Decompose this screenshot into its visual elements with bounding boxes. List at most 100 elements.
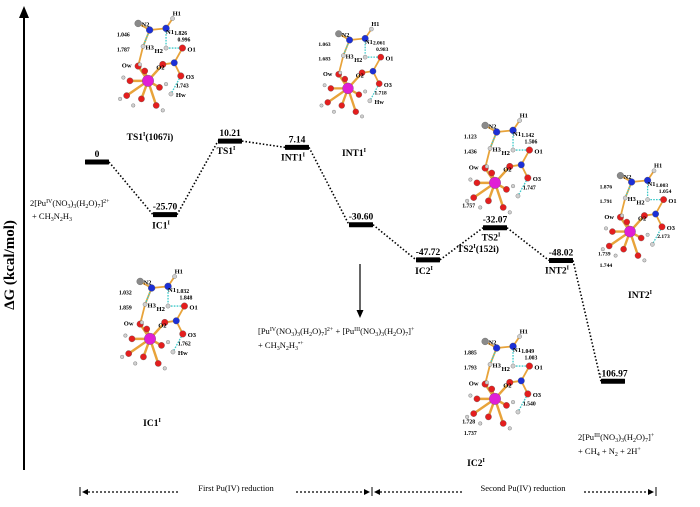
atom-label: O3 <box>533 392 542 399</box>
mid-species-label: [PuIV(NO3)3(H2O)7]2+ + [PuIII(NO3)3(H2O)… <box>258 326 415 352</box>
level-value-end: -106.97 <box>598 369 628 379</box>
svg-text:+ CH3N2H3•+: + CH3N2H3•+ <box>258 340 304 352</box>
bond-length-label: 1.003 <box>656 183 669 189</box>
level-bar-ts1 <box>218 138 242 144</box>
level-name-ic2: IC2I <box>415 266 433 277</box>
atom-label: Ow <box>122 63 132 70</box>
atom-label: N2 <box>143 280 151 287</box>
bond-length-label: 1.032 <box>119 291 132 297</box>
bond-length-label: 0.996 <box>178 37 191 43</box>
connector-mid-ic2 <box>372 224 417 261</box>
atom-label: H1 <box>175 268 183 275</box>
atom-label: Ow <box>469 165 479 172</box>
atom-label: O3 <box>667 225 675 232</box>
svg-text:2[PuIII(NO3)3(H2O)7]+: 2[PuIII(NO3)3(H2O)7]+ <box>578 432 655 444</box>
bond-length-label: 2.173 <box>657 234 670 240</box>
level-bar-start <box>85 159 109 165</box>
bond-length-label: 1.739 <box>598 252 611 258</box>
level-value-ic2: -47.72 <box>416 248 441 258</box>
atom-label: O3 <box>186 74 195 81</box>
svg-text:[PuIV(NO3)3(H2O)7]2+ + [PuIII(: [PuIV(NO3)3(H2O)7]2+ + [PuIII(NO3)3(H2O)… <box>258 326 415 338</box>
connector-int2-end <box>572 260 602 382</box>
atom-label: N1 <box>168 287 176 294</box>
bond-length-label: 1.003 <box>525 355 538 361</box>
connector-ts1-int1 <box>241 140 286 149</box>
atom-label: O1 <box>534 364 542 371</box>
atom-label: H3 <box>148 303 157 310</box>
level-bar-ic1 <box>153 212 177 218</box>
caption-ic2: IC2I <box>467 458 485 469</box>
bond-length-label: 1.718 <box>375 91 388 97</box>
svg-text:+ CH4 + N2 + 2H+: + CH4 + N2 + 2H+ <box>578 446 641 458</box>
atom-label: N2 <box>342 32 350 39</box>
level-bar-mid <box>349 222 373 228</box>
atom-label: N1 <box>513 347 521 354</box>
atom-label: N1 <box>166 29 174 36</box>
bond-length-label: 1.793 <box>464 365 477 371</box>
atom-label: H1 <box>520 112 528 119</box>
atom-label: H3 <box>493 147 502 154</box>
atom-label: O1 <box>534 148 542 155</box>
level-name-int2: INT2I <box>545 265 570 276</box>
atom-label: H2 <box>636 199 644 206</box>
connector-start-ic1 <box>108 161 154 216</box>
y-axis-label: ΔG (kcal/mol) <box>2 220 18 310</box>
atom-label: H1 <box>654 163 662 170</box>
atom-label: O1 <box>187 46 195 53</box>
atom-label: O3 <box>188 332 197 339</box>
atom-label: H1 <box>371 21 379 28</box>
bond-length-label: 1.049 <box>521 349 534 355</box>
atom-label: O1 <box>189 304 197 311</box>
level-value-ts1: 10.21 <box>219 129 241 139</box>
level-name-ts1: TS1I <box>217 146 236 157</box>
atom-label: Ow <box>604 214 614 221</box>
atom-label: O2 <box>156 64 164 71</box>
level-name-int1: INT1I <box>281 152 306 163</box>
atom-label: O2 <box>356 72 364 79</box>
connector-ts2-int2 <box>506 227 550 262</box>
bond-length-label: 1.885 <box>464 351 477 357</box>
bond-length-label: 1.063 <box>318 42 331 48</box>
atom-label: N2 <box>624 174 632 181</box>
atom-label: H1 <box>173 10 181 17</box>
atom-label: N1 <box>365 39 373 46</box>
level-bar-ts2 <box>483 225 507 231</box>
energy-levels: 0-25.70IC1I10.21TS1I7.14INT1I-30.60-47.7… <box>85 129 628 384</box>
atom-label: Ow <box>469 381 479 388</box>
bond-length-label: 1.848 <box>180 295 193 301</box>
atom-label: O2 <box>503 382 511 389</box>
atom-label: H3 <box>346 54 354 61</box>
atom-label: Hw <box>178 350 188 357</box>
bond-length-label: 1.737 <box>464 431 477 437</box>
bond-length-label: 2.061 <box>373 41 386 47</box>
level-bar-end <box>601 378 625 384</box>
atom-label: Hw <box>176 92 186 99</box>
bond-length-label: 1.787 <box>117 47 130 53</box>
atom-label: Ow <box>323 71 333 78</box>
connector-ic1-ts1 <box>176 140 219 216</box>
level-name-ic1: IC1I <box>152 221 170 232</box>
svg-text:+ CH3N2H3: + CH3N2H3 <box>32 211 72 223</box>
level-value-start: 0 <box>95 150 100 160</box>
dissociation-arrowhead <box>356 310 364 318</box>
end-species-label: 2[PuIII(NO3)3(H2O)7]+ + CH4 + N2 + 2H+ <box>578 432 655 458</box>
atom-label: O2 <box>158 322 166 329</box>
atom-label: N2 <box>141 22 149 29</box>
atom-label: O2 <box>503 166 511 173</box>
connector-ic2-ts2 <box>439 227 484 261</box>
level-value-mid: -30.60 <box>349 213 374 223</box>
atom-label: H1 <box>520 328 528 335</box>
bond-length-label: 1.123 <box>464 135 477 141</box>
bond-length-label: 1.791 <box>600 199 613 205</box>
svg-text:2[PuIV(NO3)3(H2O)7]2+: 2[PuIV(NO3)3(H2O)7]2+ <box>30 198 110 210</box>
atom-label: O3 <box>533 176 542 183</box>
caption-ts2: TS2I(152i) <box>457 244 499 255</box>
atom-label: Ow <box>124 321 134 328</box>
